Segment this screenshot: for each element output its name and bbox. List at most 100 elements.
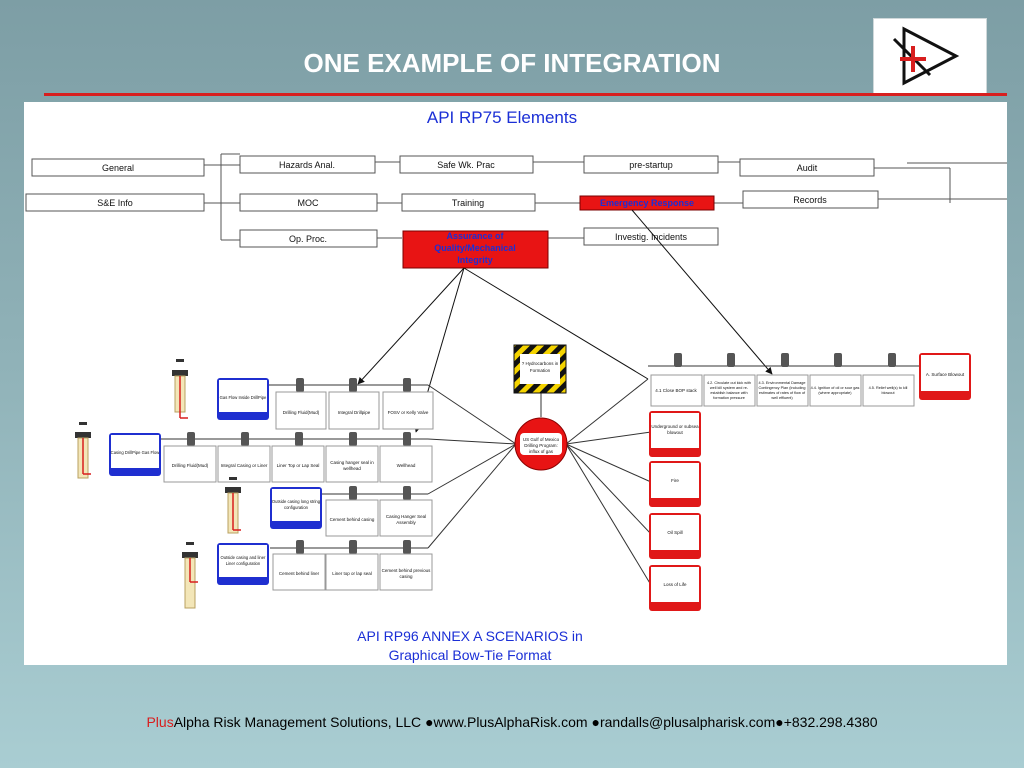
barrier-r3b-label-1: Casing Hanger Seal (386, 514, 426, 519)
threat-4-label-1: Outside casing and liner (221, 555, 267, 560)
barrier-r2a (163, 445, 217, 483)
hazard-inner-box (520, 354, 560, 384)
rp75-records-box (742, 190, 879, 209)
rp96-title-line2: Graphical Bow-Tie Format (389, 647, 552, 663)
threat-2-inner (111, 435, 159, 468)
barrier-r1b-label: Integral Drillpipe (338, 410, 371, 415)
footer-brand-plus: Plus (146, 714, 174, 730)
footer-bullet: ● (775, 714, 784, 730)
barrier-m5-label-1: 4.5. Relief well(s) to kill (869, 386, 908, 390)
barrier-r4a-label: Cement behind liner (279, 571, 320, 576)
barrier-r2d-label-2: wellhead (343, 466, 361, 471)
threat-2-label: Casing DrillPipe Gas Flow (111, 450, 161, 455)
well-schematic-icons (75, 359, 241, 609)
threat-1-label: Gas Flow Inside DrillPipe (220, 395, 267, 400)
barrier-m4-label-1: 4.4. Ignition of oil or sour gas (811, 386, 860, 390)
barrier-m3-label-4: well effluent) (771, 396, 793, 400)
rp75-emergency-label: Emergency Response (600, 198, 694, 208)
threat-3-label-1: Outside casing long string (272, 499, 321, 504)
barrier-tab (349, 486, 357, 500)
threat-3-label-2: configuration (284, 505, 309, 510)
barrier-m2-label-1: 4.2. Circulate out kick with (707, 381, 751, 385)
barrier-m1 (650, 374, 703, 407)
rp75-training-label: Training (452, 198, 484, 208)
company-logo (873, 18, 987, 94)
rp75-general-box (31, 158, 205, 177)
barrier-tab (403, 378, 411, 392)
consequence-3-inner (651, 463, 699, 498)
rp96-title-line1: API RP96 ANNEX A SCENARIOS in (357, 628, 583, 644)
rp75-op-proc-box (239, 229, 378, 248)
consequence-3-label: Fire (671, 478, 679, 483)
threats: Gas Flow Inside DrillPipe Casing DrillPi… (109, 378, 322, 585)
barrier-r1a-label: Drilling Fluid(Mud) (283, 410, 320, 415)
footer-contact: PlusAlpha Risk Management Solutions, LLC… (0, 714, 1024, 730)
rp75-safe-wk-label: Safe Wk. Prac (437, 160, 495, 170)
barrier-r3a (325, 499, 379, 537)
rp75-audit-label: Audit (797, 163, 818, 173)
rp75-emergency-box (579, 195, 715, 211)
well-schematic-icon (75, 422, 91, 479)
barrier-m5 (862, 374, 915, 407)
title-divider (44, 93, 1007, 96)
rp75-training-box (401, 193, 536, 212)
barrier-tab (674, 353, 682, 367)
footer-bullet: ● (425, 714, 434, 730)
consequence-4-inner (651, 515, 699, 550)
rp75-se-info-label: S&E Info (97, 198, 133, 208)
consequence-2-label-1: Underground or subsea (651, 424, 699, 429)
well-schematic-icon (225, 477, 241, 534)
barrier-m4-label-2: (where appropriate) (818, 391, 852, 395)
top-event-label-3: influx of gas (529, 449, 554, 454)
barrier-m2-label-4: formation pressure (713, 396, 745, 400)
barrier-tab (403, 540, 411, 554)
barrier-r2d-label-1: Casing hanger seal in (330, 460, 374, 465)
hazard-label-1: ? Hydrocarbons in (522, 361, 559, 366)
barrier-tab (187, 432, 195, 446)
barrier-r4a (272, 553, 326, 591)
footer-website-link[interactable]: www.PlusAlphaRisk.com (433, 714, 588, 730)
barrier-r2c-label: Liner Top or Lap Seal (277, 463, 320, 468)
rp75-safe-wk-box (399, 155, 534, 174)
footer-bullet: ● (591, 714, 600, 730)
barrier-m2-label-3: establish balance with (710, 391, 747, 395)
barrier-m1-label: 4.1 Close BOP stack (655, 388, 697, 393)
barrier-r2b (217, 445, 271, 483)
barrier-tab (727, 353, 735, 367)
barrier-r2b-label: Integral Casing or Liner (221, 463, 268, 468)
rp75-moc-box (239, 193, 378, 212)
top-event-inner (520, 433, 562, 455)
rp75-aqmi-label-2: Quality/Mechanical (434, 243, 516, 253)
rp75-investig-label: Investig. Incidents (615, 232, 688, 242)
barrier-r4b-label: Liner top or lap seal (332, 571, 372, 576)
consequence-4-label: Oil Spill (667, 530, 682, 535)
footer-company: Management Solutions, LLC (240, 714, 426, 730)
rp75-general-label: General (102, 163, 134, 173)
barrier-r1b (328, 391, 380, 430)
top-event-label-2: Drilling Program: (524, 443, 558, 448)
top-event: US Gulf of Mexico Drilling Program: infl… (514, 417, 568, 471)
barrier-r1a (275, 391, 327, 430)
barrier-r2d (325, 445, 379, 483)
barrier-r4c-label-1: Cement behind previous (382, 568, 432, 573)
rp75-op-proc-label: Op. Proc. (289, 234, 327, 244)
plus-alpha-triangle-logo-icon (892, 26, 960, 86)
barrier-tab (834, 353, 842, 367)
slide-title: ONE EXAMPLE OF INTEGRATION (303, 48, 721, 78)
footer-phone: +832.298.4380 (783, 714, 878, 730)
barrier-r2e-label: Wellhead (397, 463, 416, 468)
rp75-connectors (204, 153, 1007, 241)
rp75-se-info-box (25, 193, 205, 212)
hazard: ? Hydrocarbons in Formation (513, 344, 567, 394)
footer-email-link[interactable]: randalls@plusalpharisk.com (599, 714, 776, 730)
barrier-r3b-label-2: Assembly (396, 520, 416, 525)
barrier-r4c (379, 553, 433, 591)
consequence-2-inner (651, 413, 699, 448)
barrier-tab (781, 353, 789, 367)
hazard-label-2: Formation (530, 368, 551, 373)
rp75-elements: General S&E Info Hazards Anal. MOC Op. P… (25, 155, 879, 269)
rp75-aqmi-label-3: Integrity (457, 255, 493, 265)
top-event-label-1: US Gulf of Mexico (523, 437, 560, 442)
barrier-tab (296, 378, 304, 392)
consequence-1-inner (921, 355, 969, 391)
